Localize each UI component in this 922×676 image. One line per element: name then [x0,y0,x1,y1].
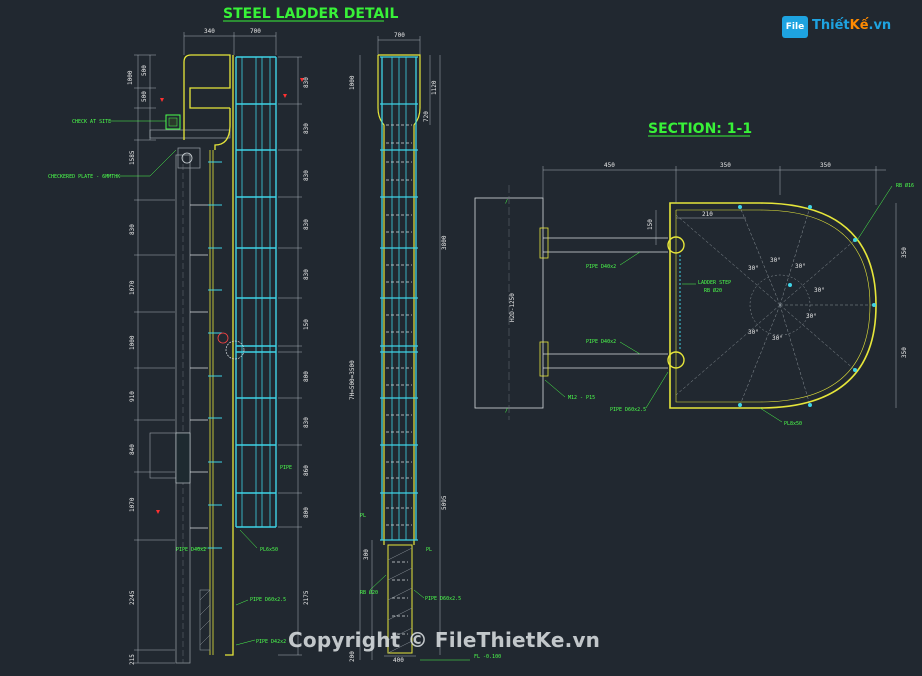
dim-label: 350 [901,247,908,258]
dim-label: 215 [129,654,136,665]
dim-label: 350 [901,347,908,358]
dim-label: 150 [647,219,654,230]
dim-label: 200 [349,651,356,662]
dim-label: 800 [303,507,310,518]
dim-label: 2175 [303,590,310,605]
dim-label: 300 [363,549,370,560]
dim-label: 830 [303,219,310,230]
logo-word: Thiết [812,18,850,33]
label-ladder-step: LADDER STEP [698,280,731,286]
dim-label: 150 [303,319,310,330]
dim-label: 830 [303,269,310,280]
label-m12: M12 - P15 [568,395,595,401]
label-small2: PL [426,547,432,553]
logo-icon: File [782,16,808,38]
break-mark: / [505,408,508,414]
angle-label: 30° [748,329,759,336]
dim-label: 210 [702,211,713,218]
dim-label: 400 [393,657,404,664]
dim-label: 7H=500=3500 [349,360,356,400]
side-view: 340 700 [48,28,310,665]
dim-label: 830 [303,123,310,134]
dim-label: 2245 [129,590,136,605]
label-fl: FL -0.100 [474,654,501,660]
copyright-watermark: Copyright © FileThietKe.vn [288,628,601,652]
label-check-at-site: CHECK AT SITE [72,119,111,125]
angle-label: 30° [772,335,783,342]
dim-label: 1585 [129,150,136,165]
label-rb16: RB Ø16 [896,182,914,189]
label-checkered-plate: CHECKERED PLATE - 6MMTHK [48,174,120,180]
dim-label: 1000 [127,70,134,85]
section-title: SECTION: 1-1 [648,121,752,137]
dim-label: 5095 [441,495,448,510]
dim-label: 700 [394,32,405,39]
dim-label: 1000 [129,335,136,350]
label-pipe-d60: PIPE D60x2.5 [250,597,286,603]
dim-label: 3800 [441,235,448,250]
dim-label: 500 [141,65,148,76]
main-title: STEEL LADDER DETAIL [223,6,398,22]
dim-label: 720 [423,111,430,122]
dim-label: 350 [720,162,731,169]
dim-label: 800 [303,371,310,382]
dim-label: 830 [303,77,310,88]
label-pl8: PL8x50 [784,421,802,427]
label-pipe-d60-front: PIPE D60x2.5 [425,596,461,602]
logo-word: Kế [849,18,869,33]
section-view: H2D-1250 30° [474,162,914,427]
logo-word: .vn [868,18,892,33]
label-pl: PL6x50 [260,547,278,553]
angle-label: 30° [748,265,759,272]
dim-label: 340 [204,28,215,35]
dim-label: 830 [129,224,136,235]
logo-text: ThiếtKế.vn [812,18,891,33]
dim-label: 700 [250,28,261,35]
angle-label: 30° [814,287,825,294]
dim-label: 500 [141,91,148,102]
label-small: PL [360,513,366,519]
label-rb: RB Ø20 [360,589,378,596]
dim-label: 1070 [129,497,136,512]
dim-label: 1120 [431,80,438,95]
dim-label: 860 [303,465,310,476]
dim-label: 830 [303,170,310,181]
label-pipe-d40-bot: PIPE D40x2 [586,339,616,345]
label-pipe-d40-top: PIPE D40x2 [586,264,616,270]
dim-label: 450 [604,162,615,169]
angle-label: 30° [795,263,806,270]
filethietke-logo: File ThiếtKế.vn [782,12,894,42]
label-pipe-small: PIPE [280,465,292,471]
label-pipe-d40: PIPE D40x2 [176,547,206,553]
dim-label: 1070 [129,280,136,295]
section-column-dim: H2D-1250 [509,293,516,322]
label-pipe-d42: PIPE D42x2 [256,639,286,645]
dim-label: 1000 [349,75,356,90]
dim-label: 830 [303,417,310,428]
angle-label: 30° [806,313,817,320]
label-rb-section: RB Ø20 [704,287,722,294]
dim-label: 840 [129,444,136,455]
label-pipe-d60-section: PIPE D60x2.5 [610,407,646,413]
dim-label: 350 [820,162,831,169]
angle-label: 30° [770,257,781,264]
break-mark: / [505,199,508,205]
dim-label: 910 [129,391,136,402]
front-view: 700 [349,32,501,664]
